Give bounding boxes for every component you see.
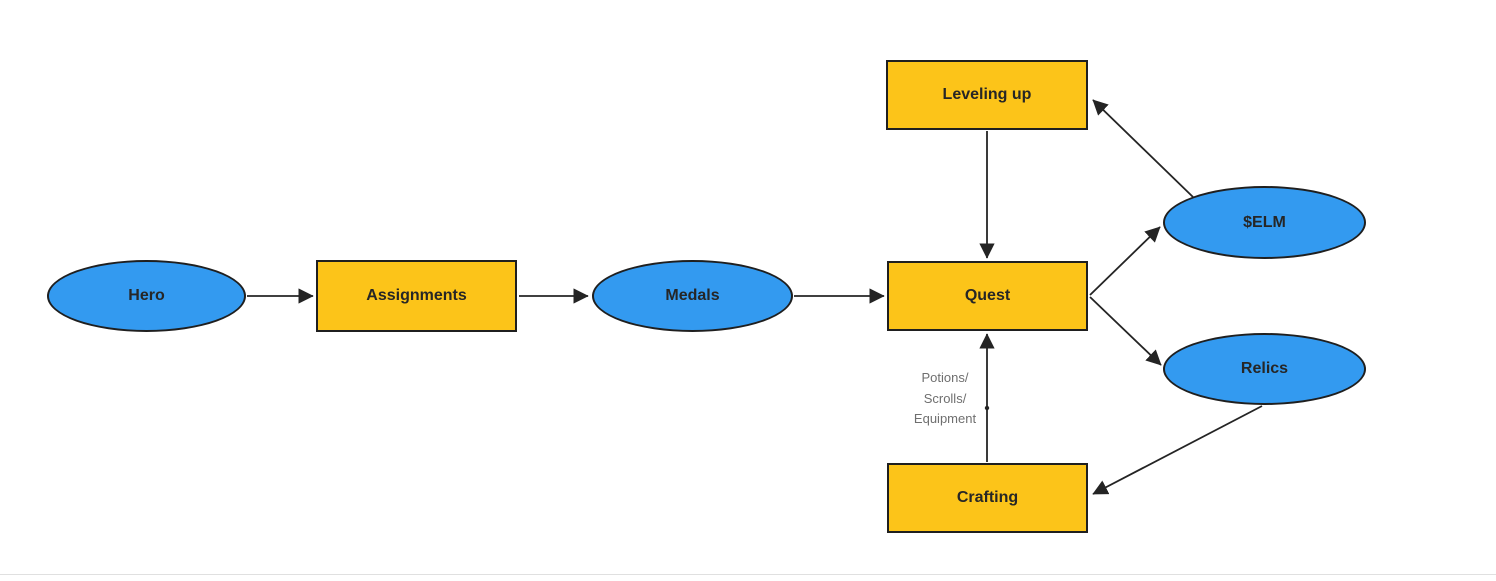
node-relics[interactable]: Relics [1163,333,1366,405]
node-quest[interactable]: Quest [887,261,1088,331]
edge-quest-relics [1089,296,1162,366]
node-assignments[interactable]: Assignments [316,260,517,332]
node-hero[interactable]: Hero [47,260,246,332]
node-relics-label: Relics [1240,360,1289,377]
node-elm[interactable]: $ELM [1163,186,1366,259]
edge-label-line-3: Equipment [913,411,977,426]
node-leveling-up-label: Leveling up [942,86,1032,103]
node-leveling-up[interactable]: Leveling up [886,60,1088,130]
node-elm-label: $ELM [1243,213,1286,231]
node-crafting[interactable]: Crafting [887,463,1088,533]
edge-label-line-2: Scrolls/ [923,390,967,406]
canvas-bottom-divider [0,574,1496,575]
edge-relics-crafting [1092,405,1263,495]
node-crafting-label: Crafting [956,489,1019,506]
node-assignments-label: Assignments [366,287,467,304]
edge-label-line-1: Potions/ [921,370,969,385]
node-quest-label: Quest [964,287,1011,304]
node-hero-label: Hero [128,287,165,304]
edge-quest-elm [1089,226,1161,296]
edge-elm-levelingup [1092,99,1194,198]
node-medals-label: Medals [665,287,720,304]
node-medals[interactable]: Medals [592,260,793,332]
edge-label-crafting-quest: Potions/ Scrolls/ Equipment [903,368,987,430]
